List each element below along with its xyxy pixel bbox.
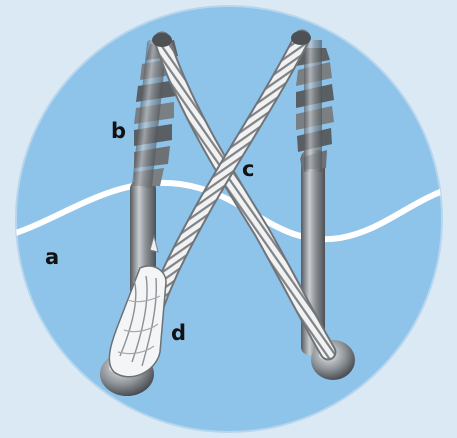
label-d: d xyxy=(171,321,186,345)
cable-left-to-right xyxy=(153,31,337,361)
label-b: b xyxy=(111,119,126,143)
label-a: a xyxy=(45,245,59,269)
bone-disc xyxy=(15,5,443,433)
label-c: c xyxy=(242,157,254,181)
left-cable-top-cap xyxy=(152,33,172,47)
right-cable-top-cap xyxy=(291,31,311,45)
right-screw-thread xyxy=(296,40,334,172)
cable-crimp-sleeve xyxy=(108,234,167,378)
